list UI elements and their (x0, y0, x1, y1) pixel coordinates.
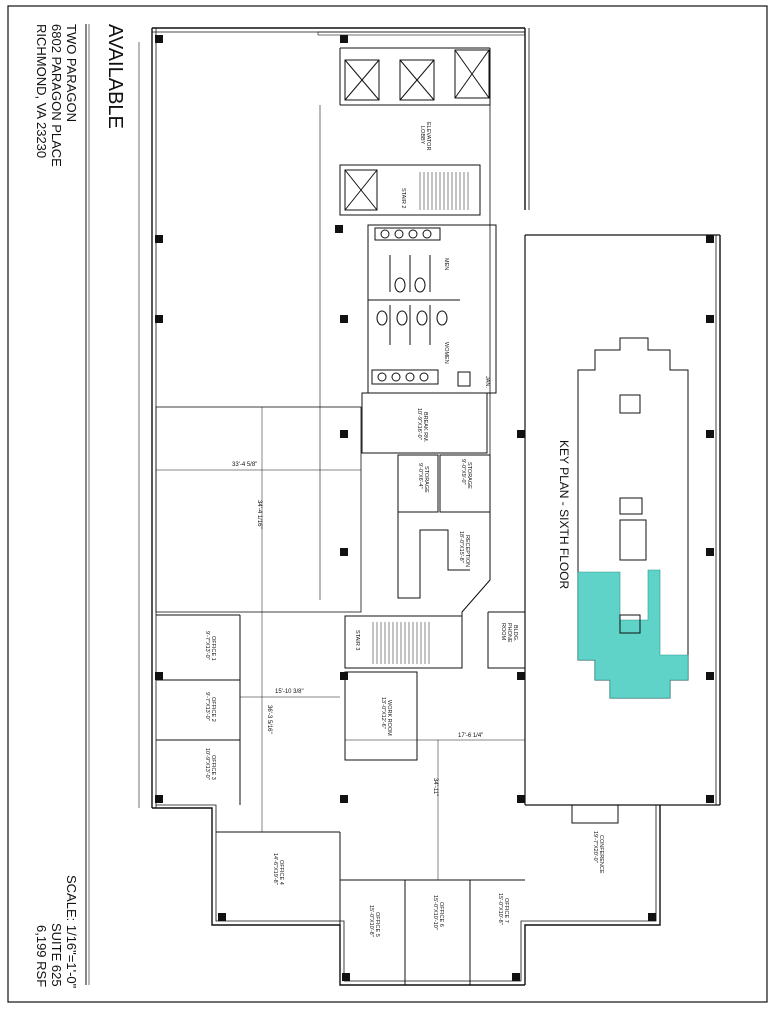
elevator-lobby-label-2: LOBBY (419, 126, 425, 145)
office-5-label: OFFICE 5 (374, 912, 380, 937)
storage-b-dims: 9'-0"X6'-4" (417, 463, 423, 489)
storage-a-dims: 9'-0"X9'-0" (460, 459, 466, 485)
break-room-dims: 10'-9"X16'-0" (416, 408, 422, 440)
office-5-dims: 15'-0"X10'-8" (368, 905, 374, 937)
dimension-5: 17'-6 1/4" (458, 733, 483, 739)
dimension-lines (156, 407, 525, 880)
room-labels: ELEVATOR LOBBY STAIR 2 MEN WOMEN JAN. BR… (204, 122, 604, 937)
dimension-4: 36'-3 5/16" (266, 705, 272, 734)
conference-dims: 19'-7"X20'-0" (592, 831, 598, 863)
structural-columns (155, 35, 714, 981)
dimension-1: 33'-4 5/8" (232, 462, 257, 468)
stair-3-label: STAIR 3 (354, 630, 360, 650)
dimension-2: 34'-4 1/16" (256, 500, 262, 529)
office-7-label: OFFICE 7 (503, 898, 509, 923)
key-plan: KEY PLAN - SIXTH FLOOR (557, 337, 689, 699)
stair-2-label: STAIR 2 (400, 188, 406, 208)
elevator-lobby-label: ELEVATOR (425, 122, 431, 150)
office-3-label: OFFICE 3 (210, 755, 216, 780)
key-plan-label: KEY PLAN - SIXTH FLOOR (557, 440, 571, 589)
conference-label: CONFERENCE (598, 835, 604, 874)
jan-label: JAN. (484, 376, 490, 388)
office-1-dims: 9'-7"X13'-0" (204, 631, 210, 660)
suite-highlight (577, 569, 689, 699)
dimension-6: 34'-11" (432, 778, 438, 796)
office-3-dims: 10'-9"X13'-0" (204, 748, 210, 780)
area-label: 6,199 RSF (34, 925, 49, 987)
women-label: WOMEN (443, 342, 449, 364)
city-address: RICHMOND, VA 23230 (34, 24, 49, 158)
building-name: TWO PARAGON (64, 24, 79, 122)
office-2-label: OFFICE 2 (210, 697, 216, 722)
sheet-border (7, 5, 768, 1003)
office-4-label: OFFICE 4 (278, 860, 284, 885)
break-room-label: BREAK RM. (422, 412, 428, 443)
title-block: AVAILABLE TWO PARAGON 6802 PARAGON PLACE… (34, 24, 126, 989)
work-room-label: WORK ROOM (386, 700, 392, 736)
office-4-dims: 14'-6"X19'-8" (272, 853, 278, 885)
street-address: 6802 PARAGON PLACE (49, 24, 64, 167)
office-1-label: OFFICE 1 (210, 636, 216, 661)
office-6-label: OFFICE 6 (438, 902, 444, 927)
availability-label: AVAILABLE (104, 24, 126, 129)
reception-dims: 18'-0"X15'-8" (458, 531, 464, 563)
reception-label: RECEPTION (464, 535, 470, 567)
men-label: MEN (443, 258, 449, 270)
suite-label: SUITE 625 (49, 923, 64, 987)
scale-label: SCALE: 1/16"=1'-0" (64, 875, 79, 989)
dimension-3: 15'-10 3/8" (275, 689, 304, 695)
storage-a-label: STORAGE (466, 462, 472, 489)
office-2-dims: 9'-7"X13'-0" (204, 692, 210, 721)
bldg-phone-label-1: BLDG. (512, 625, 518, 642)
office-6-dims: 15'-0"X10'-10" (432, 895, 438, 930)
work-room-dims: 13'-0"X12'-6" (380, 697, 386, 729)
office-7-dims: 15'-0"X10'-8" (497, 893, 503, 925)
bldg-phone-label-3: ROOM (500, 623, 506, 641)
storage-b-label: STORAGE (423, 466, 429, 493)
bldg-phone-label-2: PHONE (506, 623, 512, 643)
building-shell (138, 27, 721, 986)
